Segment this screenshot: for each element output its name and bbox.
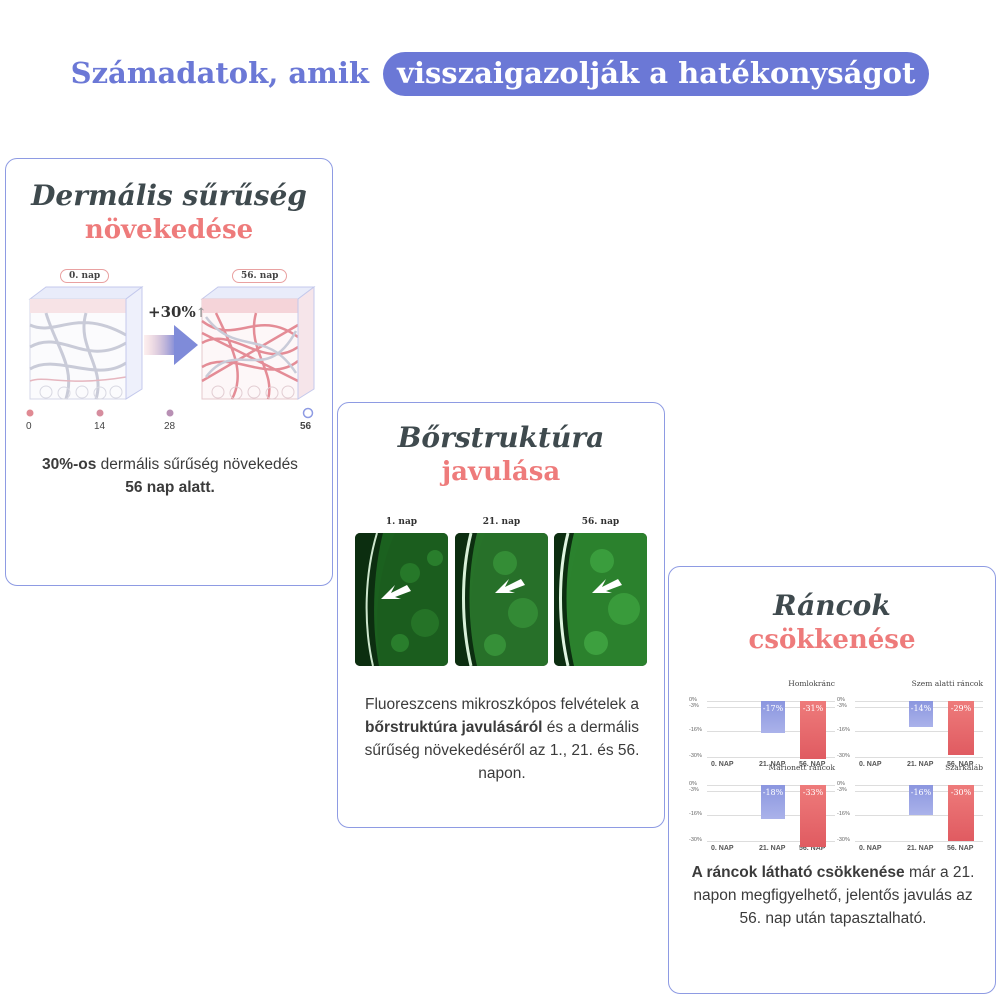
microscope-image bbox=[355, 533, 448, 666]
x-tick-label: 21. NAP bbox=[759, 845, 786, 852]
timeline-tick: 0 bbox=[26, 421, 32, 432]
image-label: 56. nap bbox=[581, 517, 620, 527]
card-subtitle: növekedése bbox=[84, 215, 254, 245]
x-tick-label: 0. NAP bbox=[711, 761, 734, 768]
arrow-icon bbox=[495, 579, 525, 593]
page-headline: Számadatok, amik visszaigazolják a haték… bbox=[0, 52, 1000, 96]
bar-value-label: -14% bbox=[910, 704, 932, 713]
arrow-icon bbox=[592, 579, 622, 593]
y-tick-label: -16% bbox=[837, 810, 850, 817]
card-subtitle: csökkenése bbox=[748, 625, 916, 655]
y-tick-label: -16% bbox=[837, 726, 850, 733]
day-start-tag: 0. nap bbox=[60, 269, 110, 283]
bar-value-label: -29% bbox=[950, 704, 972, 713]
microscope-image bbox=[554, 533, 647, 666]
wrinkle-chart: Szem alatti ráncok 0%-3% -16% -30% 0. NAP 21.… bbox=[837, 679, 983, 768]
bar-value-label: -30% bbox=[950, 788, 972, 797]
x-tick-label: 56. NAP bbox=[947, 845, 974, 852]
increase-label: +30%↑ bbox=[148, 303, 207, 321]
bar: -17% bbox=[761, 701, 785, 733]
increase-arrow-icon bbox=[144, 325, 198, 365]
bar: -14% bbox=[909, 701, 933, 728]
card-description: A ráncok látható csökkenése már a 21. na… bbox=[691, 864, 975, 927]
x-tick-label: 0. NAP bbox=[859, 845, 882, 852]
chart-title: Homlokránc bbox=[788, 679, 835, 688]
grid-line bbox=[855, 730, 983, 732]
grid-line bbox=[855, 841, 983, 842]
x-tick-label: 21. NAP bbox=[759, 761, 786, 768]
headline-lead: Számadatok, amik bbox=[70, 56, 369, 90]
skin-block-day0 bbox=[28, 286, 144, 400]
bar-value-label: -31% bbox=[802, 704, 824, 713]
y-tick-label: 0% bbox=[689, 781, 697, 787]
skin-block-day56 bbox=[200, 286, 316, 400]
y-tick-label: 0% bbox=[837, 697, 845, 703]
arrow-icon bbox=[381, 585, 411, 599]
up-arrow-icon: ↑ bbox=[195, 306, 207, 321]
timeline-tick: 14 bbox=[94, 421, 106, 432]
x-tick-label: 21. NAP bbox=[907, 761, 934, 768]
skin-structure-card: Bőrstruktúra javulása 1. nap 21. nap 56.… bbox=[337, 402, 665, 828]
microscope-image bbox=[455, 533, 548, 666]
grid-line bbox=[855, 814, 983, 816]
bar: -30% bbox=[948, 785, 974, 841]
x-tick-label: 0. NAP bbox=[711, 845, 734, 852]
x-tick-label: 56. NAP bbox=[799, 761, 826, 768]
bar-value-label: -18% bbox=[762, 788, 784, 797]
y-tick-label: -30% bbox=[689, 753, 702, 759]
y-tick-label: 0% bbox=[689, 697, 697, 703]
y-tick-label: -30% bbox=[837, 753, 850, 759]
y-tick-label: -30% bbox=[689, 837, 702, 843]
card-title: Dermális sűrűség bbox=[31, 179, 307, 212]
timeline bbox=[26, 407, 314, 419]
bar: -31% bbox=[800, 701, 826, 759]
skin-diagram bbox=[28, 286, 316, 400]
chart-title: Szem alatti ráncok bbox=[911, 679, 983, 688]
card-description: 30%-os dermális sűrűség növekedés 56 nap… bbox=[42, 456, 298, 496]
chart-title: Marionett ráncok bbox=[768, 763, 835, 772]
y-tick-label: -3% bbox=[689, 786, 699, 793]
bar-value-label: -17% bbox=[762, 704, 784, 713]
y-tick-label: -30% bbox=[837, 837, 850, 843]
chart-title: Szarkaláb bbox=[945, 763, 983, 772]
card-title: Ráncok bbox=[773, 589, 891, 622]
card-title: Bőrstruktúra bbox=[397, 421, 605, 454]
headline-highlight: visszaigazolják a hatékonyságot bbox=[383, 52, 930, 96]
bar-value-label: -33% bbox=[802, 788, 824, 797]
bar-value-label: -16% bbox=[910, 788, 932, 797]
x-tick-label: 56. NAP bbox=[799, 845, 826, 852]
grid-line bbox=[707, 757, 835, 758]
day-end-tag: 56. nap bbox=[232, 269, 288, 283]
bar: -18% bbox=[761, 785, 785, 819]
image-label: 21. nap bbox=[482, 517, 521, 527]
wrinkle-chart: Szarkaláb 0%-3% -16% -30% 0. NAP 21. NAP -16% 5… bbox=[837, 763, 983, 852]
wrinkle-chart: Homlokránc 0%-3% -16% -30% 0. NAP 21. NAP -17%… bbox=[689, 679, 835, 768]
bar: -33% bbox=[800, 785, 826, 847]
y-tick-label: -16% bbox=[689, 810, 702, 817]
y-tick-label: -3% bbox=[837, 786, 847, 793]
bar: -16% bbox=[909, 785, 933, 815]
y-tick-label: 0% bbox=[837, 781, 845, 787]
card-subtitle: javulása bbox=[441, 457, 561, 487]
x-tick-label: 0. NAP bbox=[859, 761, 882, 768]
card-description: Fluoreszcens mikroszkópos felvételek a b… bbox=[364, 696, 640, 782]
y-tick-label: -3% bbox=[689, 702, 699, 709]
wrinkle-chart: Marionett ráncok 0%-3% -16% -30% 0. NAP 21. N… bbox=[689, 763, 835, 852]
timeline-tick: 28 bbox=[164, 421, 176, 432]
timeline-tick: 56 bbox=[300, 421, 312, 432]
x-tick-label: 56. NAP bbox=[947, 761, 974, 768]
dermal-density-card: Dermális sűrűség növekedése bbox=[5, 158, 333, 586]
y-tick-label: -3% bbox=[837, 702, 847, 709]
image-label: 1. nap bbox=[385, 517, 418, 527]
x-tick-label: 21. NAP bbox=[907, 845, 934, 852]
grid-line bbox=[855, 757, 983, 758]
grid-line bbox=[707, 841, 835, 842]
bar: -29% bbox=[948, 701, 974, 756]
y-tick-label: -16% bbox=[689, 726, 702, 733]
